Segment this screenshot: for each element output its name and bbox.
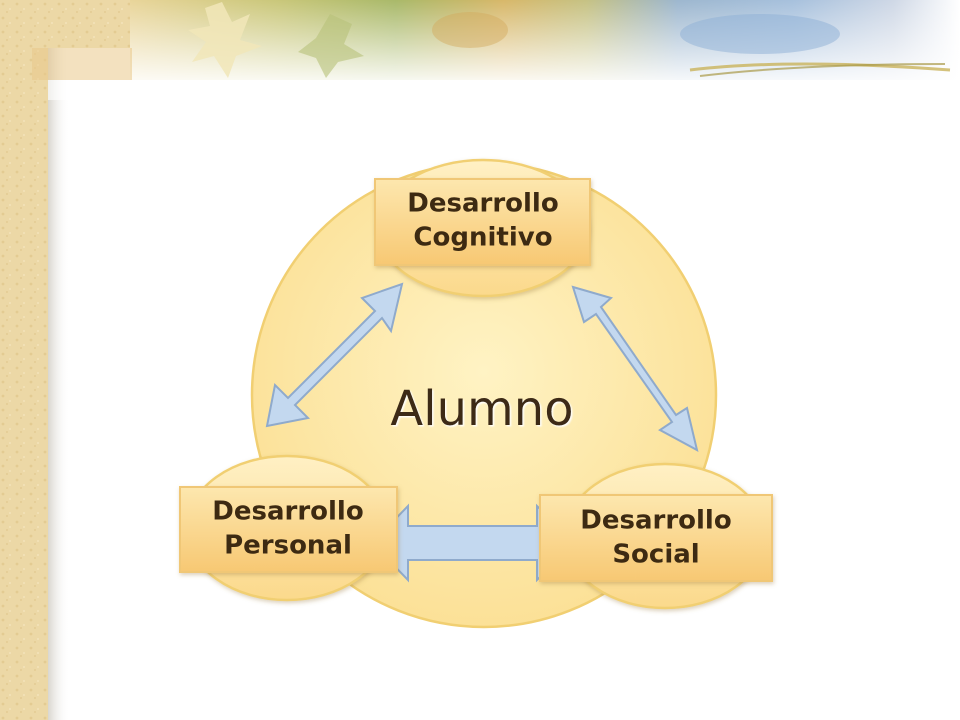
right-node-label-line2: Social [612, 540, 699, 570]
leaf-shape-icon [680, 14, 840, 54]
corner-accent [32, 48, 132, 80]
double-arrow-icon [265, 282, 404, 428]
center-label: Alumno [390, 381, 573, 437]
double-arrow-icon [571, 285, 699, 452]
leaf-shape-icon [432, 12, 508, 48]
left-parchment-strip [0, 0, 48, 720]
leaf-banner [130, 0, 960, 80]
left-node-box [179, 486, 398, 573]
left-node-label-line2: Personal [224, 531, 352, 561]
arrow-cognitive-social [571, 285, 699, 452]
arrow-cognitive-personal [265, 282, 404, 428]
top-node-label-line2: Cognitivo [413, 223, 552, 253]
left-node-label-line1: Desarrollo [212, 497, 363, 527]
right-node-label-line1: Desarrollo [580, 506, 731, 536]
grass-stroke-icon [699, 63, 946, 77]
leaf-shape-icon [188, 2, 262, 78]
top-node-label-line1: Desarrollo [407, 189, 558, 219]
left-edge-shadow [48, 0, 70, 720]
grass-stroke-icon [689, 62, 951, 72]
leaf-shape-icon [298, 14, 364, 78]
banner-fade [48, 80, 960, 100]
right-node-box [539, 494, 773, 582]
top-node-box [374, 178, 591, 266]
